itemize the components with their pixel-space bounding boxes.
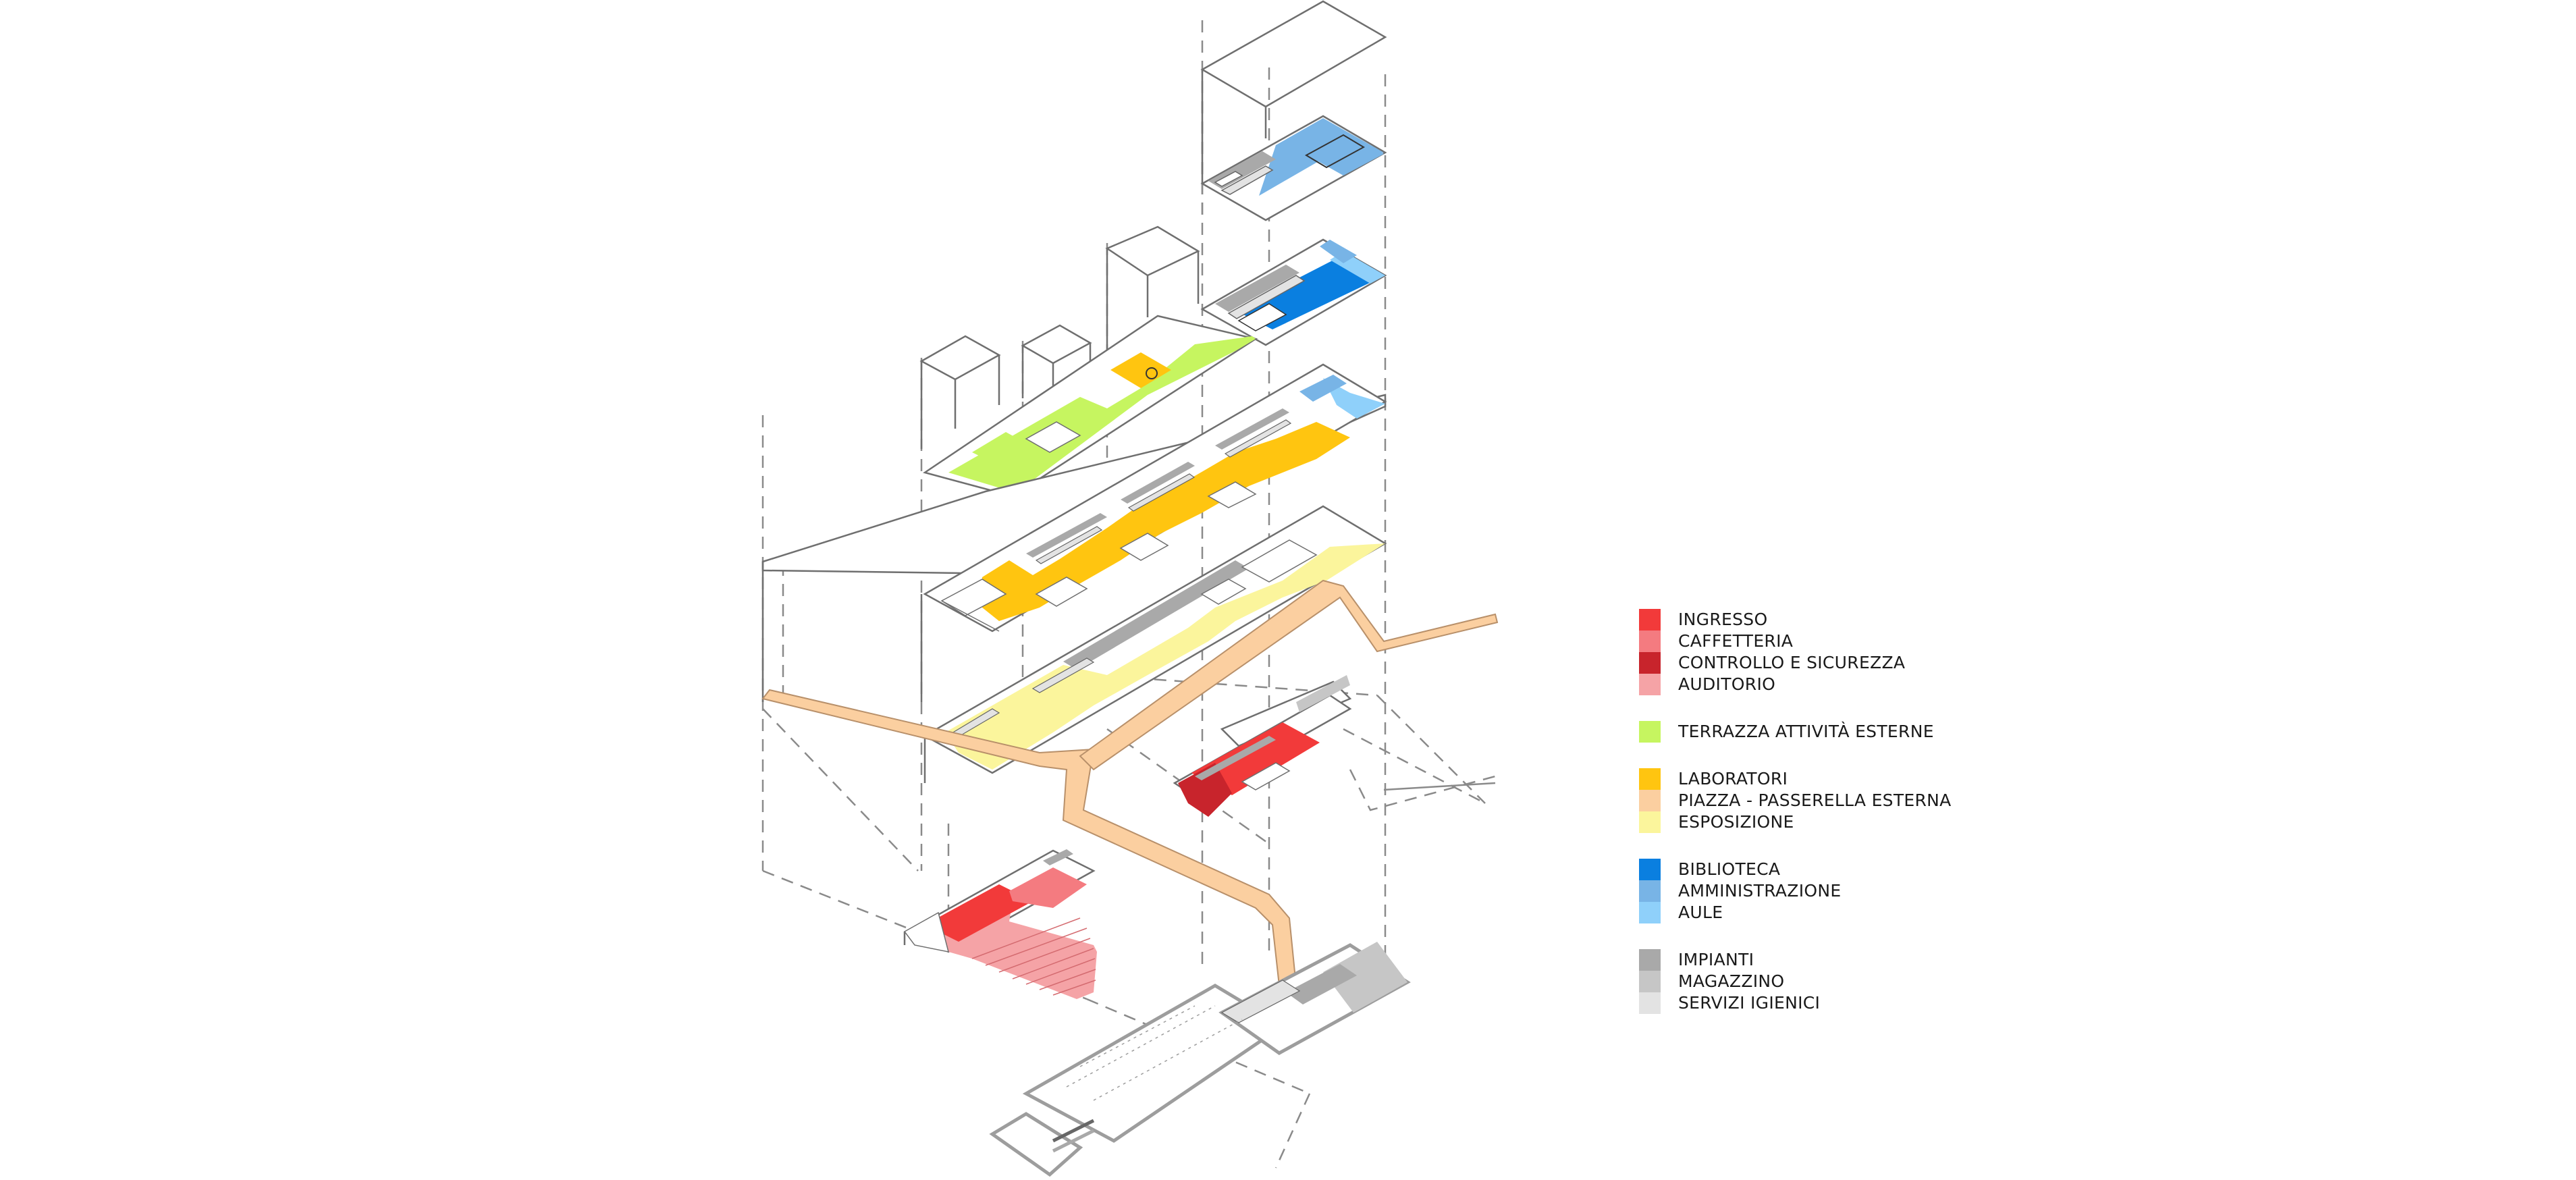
legend-label: PIAZZA - PASSERELLA ESTERNA <box>1678 790 1952 810</box>
legend-label: CONTROLLO E SICUREZZA <box>1678 653 1906 672</box>
legend-label: CAFFETTERIA <box>1678 631 1794 651</box>
legend-swatch <box>1639 859 1661 880</box>
legend-label: SERVIZI IGIENICI <box>1678 993 1821 1013</box>
level-2-slab <box>761 363 1387 702</box>
legend-swatch <box>1639 721 1661 743</box>
level-5-slab <box>1200 115 1387 221</box>
legend-group: INGRESSO CAFFETTERIA CONTROLLO E SICUREZZA… <box>1639 609 2017 695</box>
legend-swatch <box>1639 992 1661 1014</box>
legend-label: INGRESSO <box>1678 610 1768 629</box>
legend-label: TERRAZZA ATTIVITÀ ESTERNE <box>1678 722 1934 741</box>
legend-swatch <box>1639 971 1661 992</box>
legend-swatch <box>1639 811 1661 833</box>
legend-label: IMPIANTI <box>1678 950 1754 969</box>
entrance-pavilion <box>1173 675 1352 817</box>
legend-item: AUDITORIO <box>1639 674 2017 695</box>
legend-item: SERVIZI IGIENICI <box>1639 992 2017 1014</box>
legend-label: MAGAZZINO <box>1678 971 1785 991</box>
legend-swatch <box>1639 768 1661 790</box>
legend-item: CONTROLLO E SICUREZZA <box>1639 652 2017 674</box>
tower-volumes-level-3 <box>919 225 1200 449</box>
tower-volume-top <box>1200 0 1387 184</box>
legend-label: LABORATORI <box>1678 769 1788 788</box>
level-4-slab <box>1200 238 1387 346</box>
basement-slab <box>989 942 1411 1177</box>
legend-label: ESPOSIZIONE <box>1678 812 1794 832</box>
legend-swatch <box>1639 880 1661 902</box>
legend-item: TERRAZZA ATTIVITÀ ESTERNE <box>1639 721 2017 743</box>
legend-item: LABORATORI <box>1639 768 2017 790</box>
legend-item: IMPIANTI <box>1639 949 2017 971</box>
ground-level-slab <box>903 849 1097 999</box>
legend-item: AULE <box>1639 902 2017 923</box>
legend-item: CAFFETTERIA <box>1639 631 2017 652</box>
legend-label: BIBLIOTECA <box>1678 859 1781 879</box>
legend-group: TERRAZZA ATTIVITÀ ESTERNE <box>1639 721 2017 743</box>
legend-swatch <box>1639 631 1661 652</box>
legend-swatch <box>1639 674 1661 695</box>
legend-item: INGRESSO <box>1639 609 2017 631</box>
legend-swatch <box>1639 949 1661 971</box>
legend-swatch <box>1639 609 1661 631</box>
legend-label: AUDITORIO <box>1678 674 1776 694</box>
legend-label: AULE <box>1678 903 1723 922</box>
legend-item: AMMINISTRAZIONE <box>1639 880 2017 902</box>
level-3-slab <box>923 315 1258 498</box>
level-1-slab <box>923 505 1387 783</box>
legend-swatch <box>1639 652 1661 674</box>
legend-swatch <box>1639 790 1661 811</box>
legend-label: AMMINISTRAZIONE <box>1678 881 1842 901</box>
legend-item: ESPOSIZIONE <box>1639 811 2017 833</box>
legend-item: BIBLIOTECA <box>1639 859 2017 880</box>
legend-item: MAGAZZINO <box>1639 971 2017 992</box>
legend: INGRESSO CAFFETTERIA CONTROLLO E SICUREZZA… <box>1639 609 2017 1040</box>
legend-item: PIAZZA - PASSERELLA ESTERNA <box>1639 790 2017 811</box>
legend-swatch <box>1639 902 1661 923</box>
